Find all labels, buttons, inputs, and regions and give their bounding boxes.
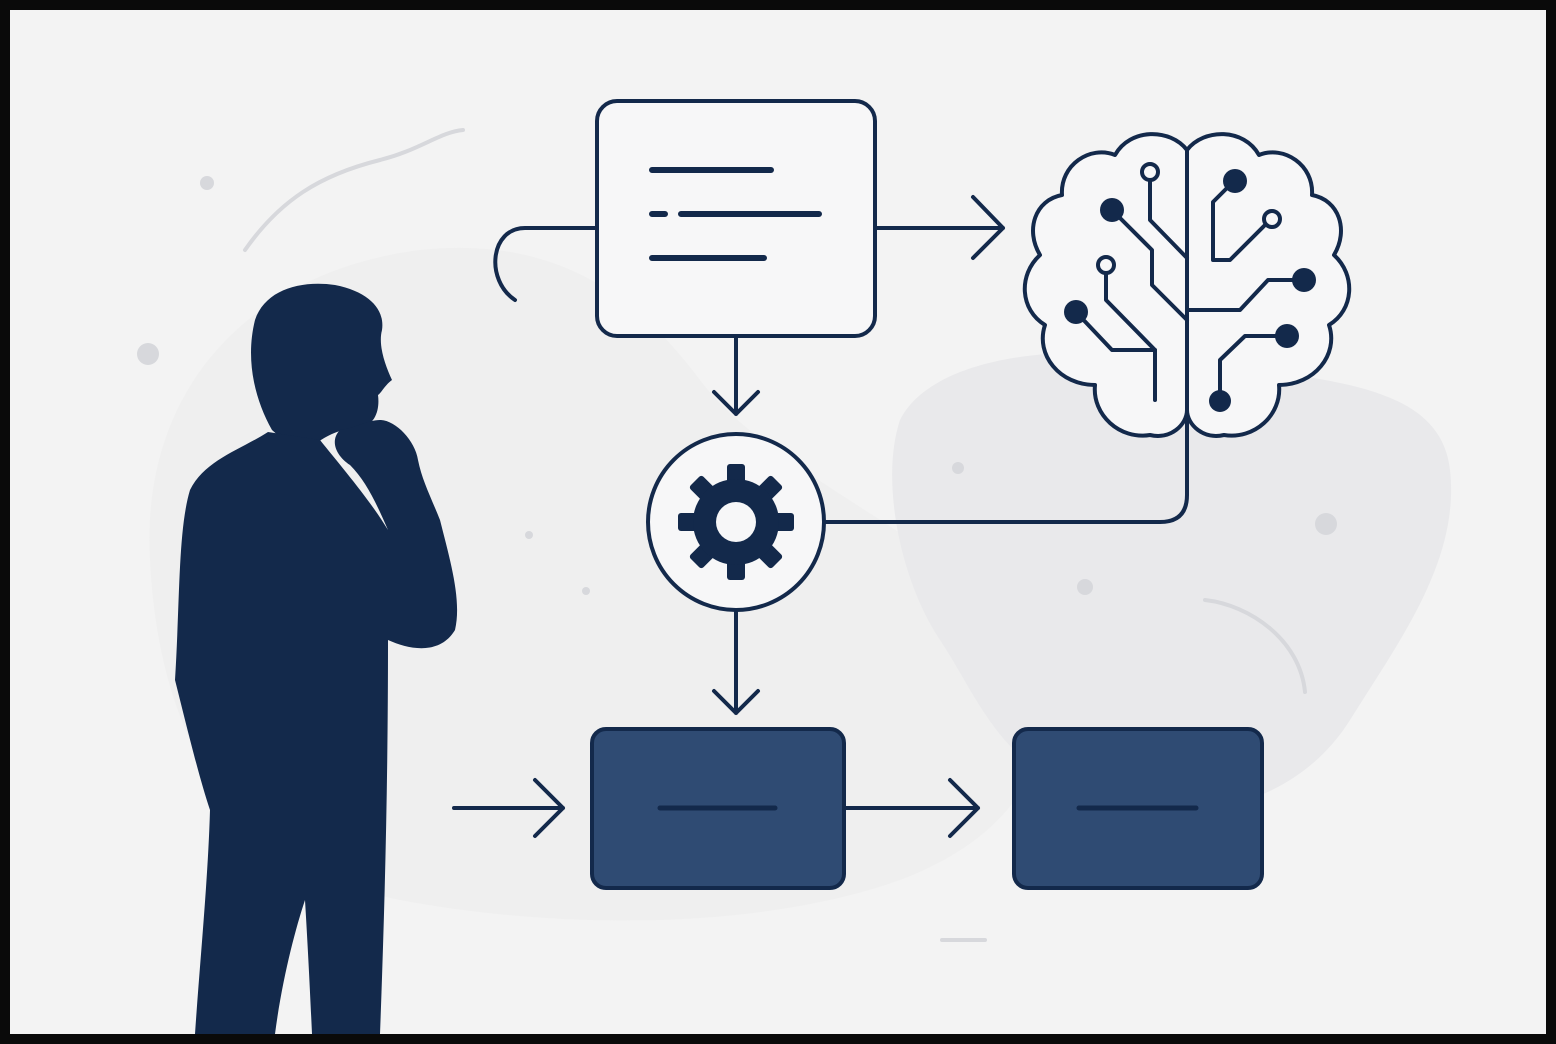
background-blob — [892, 352, 1452, 812]
loop-connector — [493, 226, 599, 302]
document-icon — [595, 99, 877, 338]
brain-connector — [822, 418, 1189, 524]
output-box-1 — [590, 727, 846, 890]
arrow-right-icon — [452, 778, 565, 838]
arrow-down-icon — [712, 610, 760, 715]
thinking-person-silhouette — [175, 283, 458, 1034]
brain-icon — [1022, 132, 1352, 438]
decor-lines — [243, 128, 1307, 942]
output-box-2 — [1012, 727, 1264, 890]
arrow-right-icon — [844, 778, 980, 838]
gear-glyph — [678, 464, 794, 580]
arrow-right-icon — [875, 195, 1005, 260]
arrow-down-icon — [712, 336, 760, 416]
decor-dots — [137, 176, 1337, 595]
